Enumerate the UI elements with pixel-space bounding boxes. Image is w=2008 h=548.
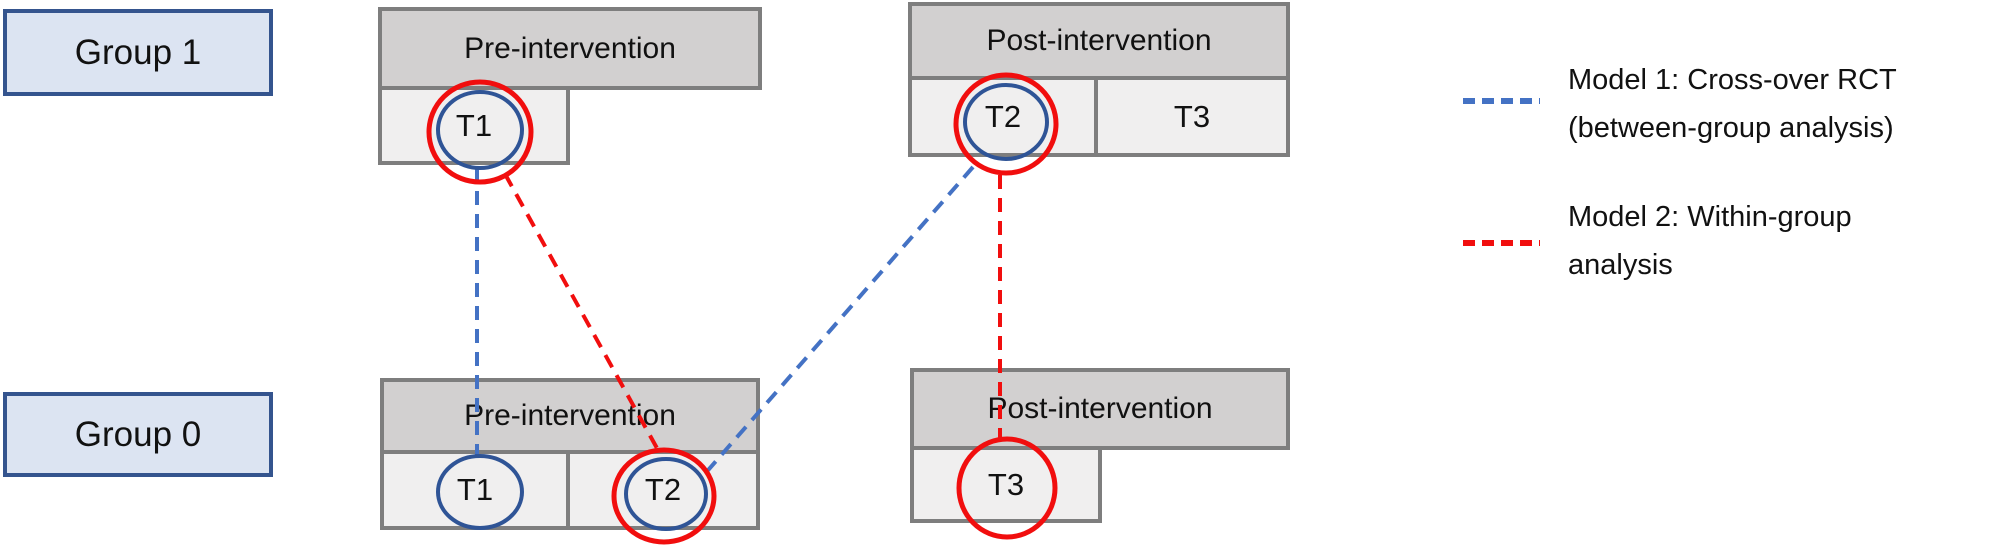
group0-post-intervention-table: Post-intervention T3 [910,368,1290,523]
group0-post-intervention-row: T3 [910,446,1290,523]
group0-pre-intervention-table: Pre-intervention T1 T2 [380,378,760,530]
group1-pre-intervention-row: T1 [378,86,762,165]
group1-post-T3-cell: T3 [1094,76,1290,157]
group-0-label-box: Group 0 [3,392,273,477]
legend-model2-label: Model 2: Within-group analysis [1568,193,1852,289]
group1-post-intervention-table: Post-intervention T2 T3 [908,2,1290,157]
legend-model1-line1: Model 1: Cross-over RCT [1568,64,1897,96]
legend-model2-line2: analysis [1568,249,1673,281]
group0-pre-T2-cell: T2 [566,450,760,530]
group0-pre-T1-cell: T1 [380,450,570,530]
group1-post-intervention-row: T2 T3 [908,76,1290,157]
group0-pre-intervention-row: T1 T2 [380,450,760,530]
legend-model1-line2: (between-group analysis) [1568,112,1894,144]
group1-post-T2-cell: T2 [908,76,1098,157]
legend-model2-line1: Model 2: Within-group [1568,201,1852,233]
group-1-label-box: Group 1 [3,9,273,96]
group1-pre-intervention-table: Pre-intervention T1 [378,7,762,165]
group1-post-intervention-header: Post-intervention [908,2,1290,80]
legend-model1-label: Model 1: Cross-over RCT (between-group a… [1568,56,1897,152]
group0-post-intervention-header: Post-intervention [910,368,1290,450]
group1-pre-intervention-header: Pre-intervention [378,7,762,90]
group1-pre-T1-cell: T1 [378,86,570,165]
group-1-label: Group 1 [74,32,202,72]
group0-post-T3-cell: T3 [910,446,1102,523]
group0-pre-intervention-header: Pre-intervention [380,378,760,454]
group-0-label: Group 0 [74,414,202,454]
